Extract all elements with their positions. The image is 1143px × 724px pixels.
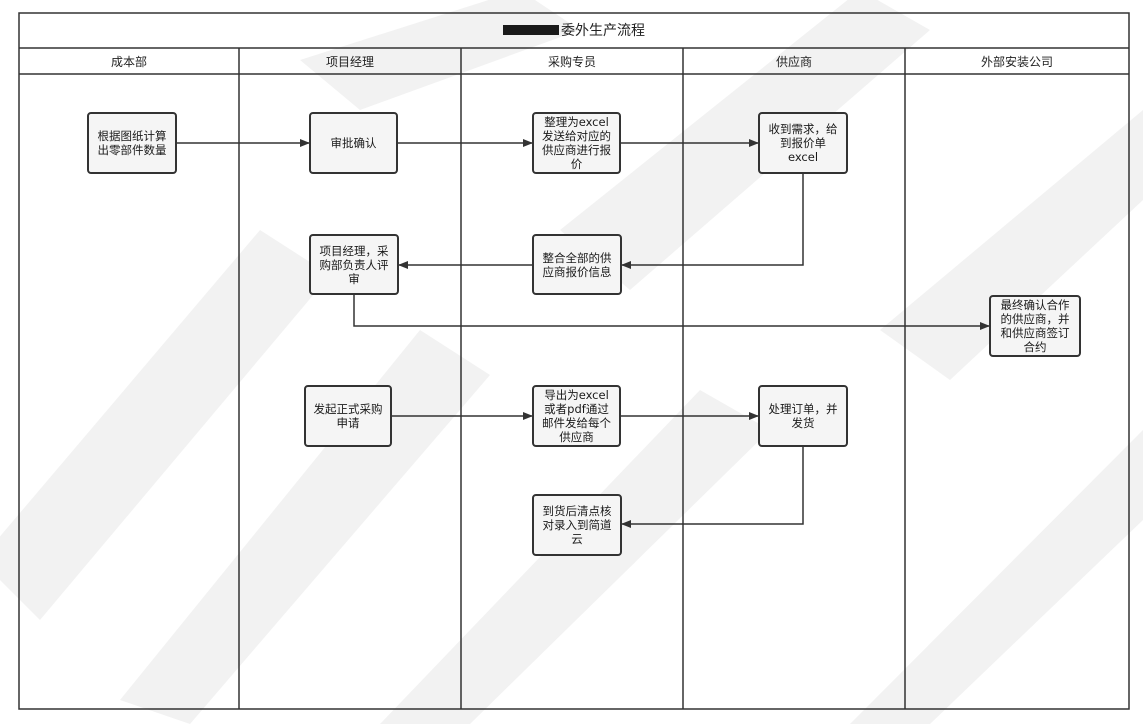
lane-header-purchasing: 采购专员: [547, 54, 596, 69]
node-export-email: 导出为excel 或者pdf通过 邮件发给每个 供应商: [532, 385, 621, 447]
node-process-order: 处理订单，并 发货: [758, 385, 848, 447]
node-purchase-request: 发起正式采购 申请: [304, 385, 392, 447]
edge-n6-n7: [353, 295, 990, 330]
lane-header-supplier: 供应商: [775, 54, 812, 69]
node-receive-check: 到货后清点核 对录入到简道 云: [532, 494, 622, 556]
edge-n4-n5: [621, 174, 804, 269]
lane-header-project-manager: 项目经理: [325, 54, 374, 69]
diagram-title: 委外生产流程: [19, 13, 1129, 47]
lane-header-external-installer: 外部安装公司: [980, 54, 1053, 69]
lane-header-cost: 成本部: [110, 54, 147, 69]
node-prepare-excel: 整理为excel 发送给对应的 供应商进行报 价: [532, 112, 621, 174]
edge-n10-n11: [621, 447, 804, 528]
node-consolidate-quotes: 整合全部的供 应商报价信息: [532, 234, 622, 295]
node-review: 项目经理，采 购部负责人评 审: [309, 234, 399, 295]
node-approve: 审批确认: [309, 112, 398, 174]
redaction-bar: [503, 25, 559, 35]
diagram-title-text: 委外生产流程: [561, 23, 645, 39]
node-final-contract: 最终确认合作 的供应商，并 和供应商签订 合约: [989, 295, 1081, 357]
node-receive-quote: 收到需求，给 到报价单 excel: [758, 112, 848, 174]
node-calculate-parts: 根据图纸计算 出零部件数量: [87, 112, 177, 174]
